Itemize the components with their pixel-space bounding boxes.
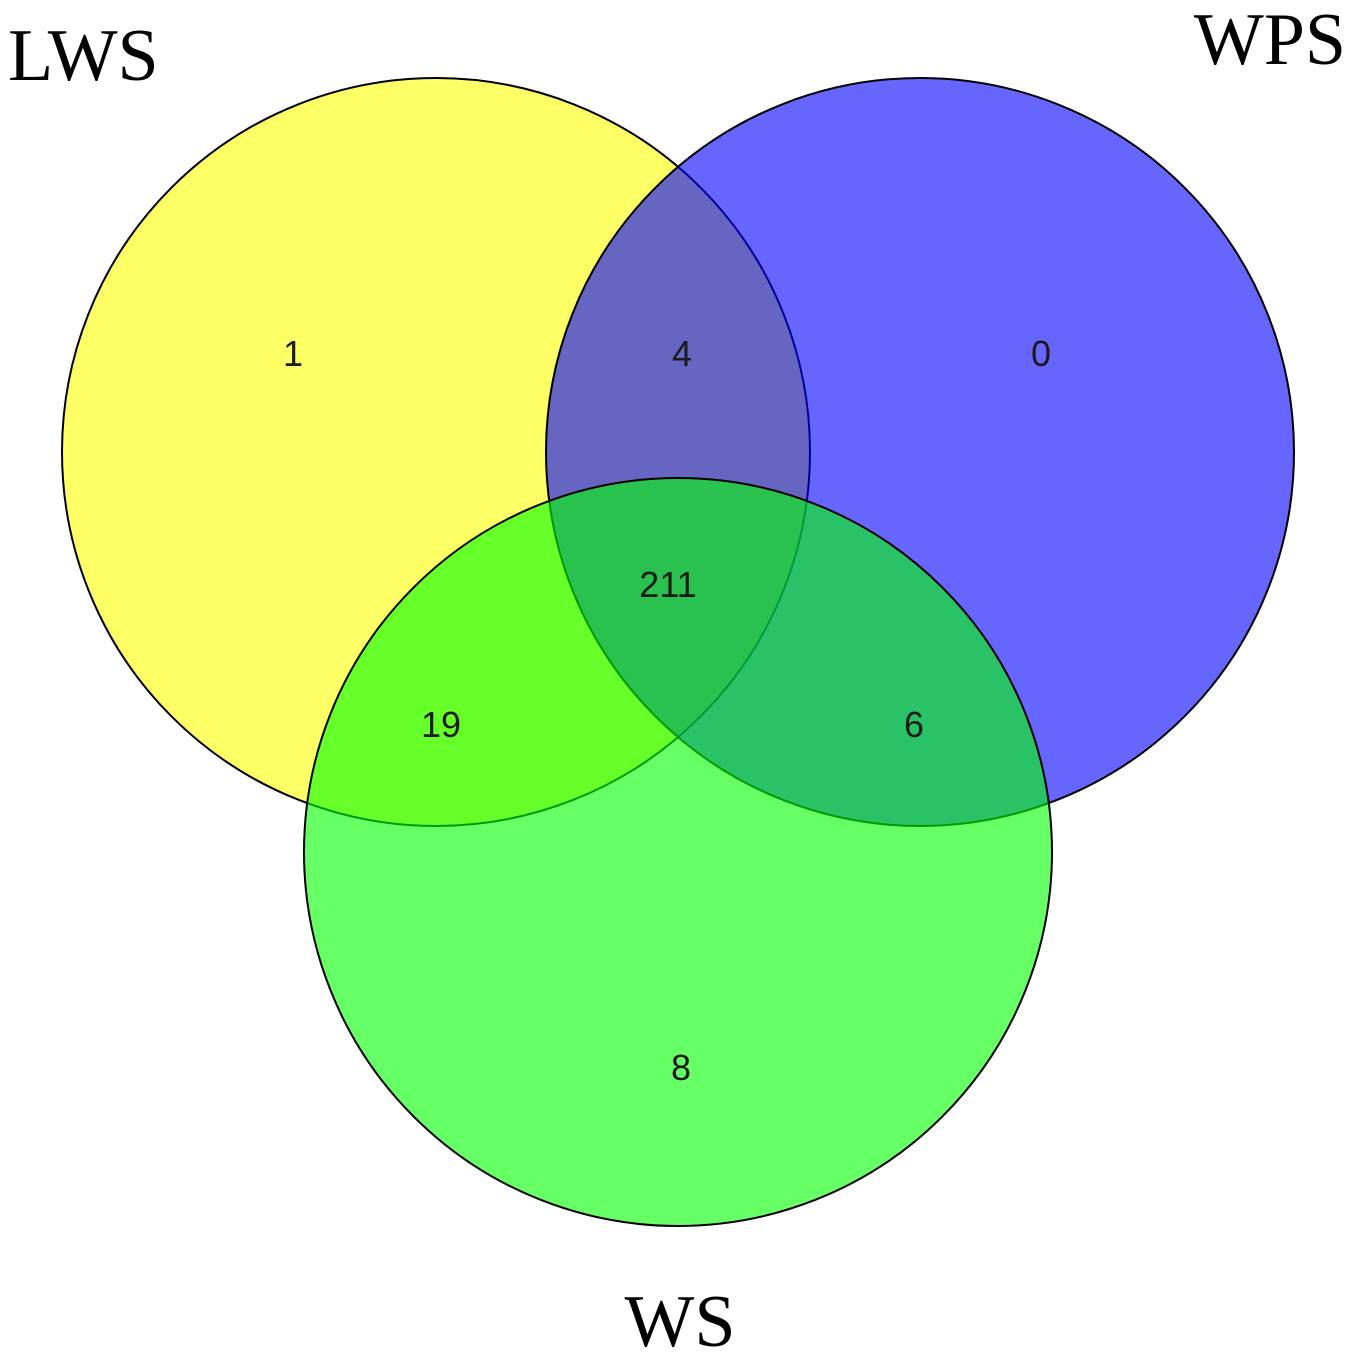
wps-set-label: WPS bbox=[1194, 0, 1346, 81]
lws-set-label: LWS bbox=[8, 15, 159, 97]
lws-wps-count: 4 bbox=[672, 333, 692, 374]
wps-ws-count: 6 bbox=[904, 704, 924, 745]
lws-only-count: 1 bbox=[283, 333, 303, 374]
ws-circle bbox=[303, 477, 1053, 1227]
ws-set-label: WS bbox=[625, 1281, 736, 1355]
lws-ws-count: 19 bbox=[421, 704, 461, 745]
wps-only-count: 0 bbox=[1031, 333, 1051, 374]
ws-only-count: 8 bbox=[671, 1047, 691, 1088]
all-sets-count: 211 bbox=[639, 564, 696, 605]
